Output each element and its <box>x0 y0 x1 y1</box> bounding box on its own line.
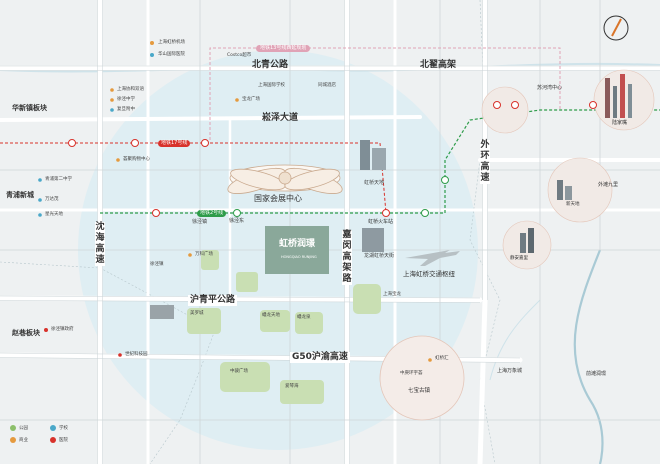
legend-hospital-icon <box>50 437 56 443</box>
station-hongqiao: 虹桥火车站 <box>368 219 394 225</box>
expo-building <box>227 164 343 194</box>
legend-school-icon <box>50 425 56 431</box>
road-label-shenhai: 沈海高速 <box>95 222 105 266</box>
expo-label: 国家会展中心 <box>254 194 302 203</box>
poi-8: 星光天地 <box>45 212 63 217</box>
poi-2: 上海协和双语 <box>117 87 144 92</box>
suhe-label: 苏河湾中心 <box>537 85 563 91</box>
legend-school-label: 学校 <box>59 426 68 431</box>
legend-park: 公园 <box>10 425 28 431</box>
longhu-label: 龙湖虹桥天街 <box>364 253 395 259</box>
poi-12: 万科广场 <box>195 252 213 257</box>
xujing-town-label: 徐泾镇 <box>192 219 208 225</box>
poi-1: 华山国际医院 <box>158 52 185 57</box>
park <box>236 272 258 292</box>
metro-tag-17: 地铁17号线 <box>158 140 191 147</box>
poi-9: 荟聚购物中心 <box>123 157 150 162</box>
wanxiang-label: 上海万象城 <box>497 368 523 374</box>
hq-runjing-en: HONGQIAO RUNJING <box>281 255 317 259</box>
poi-7: 万达茂 <box>45 197 59 202</box>
legend-commerce-label: 商业 <box>19 438 28 443</box>
poi-21: 中庚环宇荟 <box>400 371 423 376</box>
road-label-yingze: 崧泽大道 <box>262 113 299 123</box>
legend-commerce: 商业 <box>10 437 28 443</box>
poi-17: 蟠龙泉 <box>297 315 311 320</box>
hq-box <box>265 226 329 274</box>
area-huaxinzhen: 华新镇板块 <box>12 104 47 112</box>
legend-school: 学校 <box>50 425 68 431</box>
legend-park-label: 公园 <box>19 426 28 431</box>
metro-line-13 <box>209 47 561 140</box>
metro-tag-2: 地铁2号线 <box>197 210 227 217</box>
legend-commerce-icon <box>10 437 16 443</box>
poi-10: 上海国际学校 <box>258 83 285 88</box>
poi-18: 中骏广场 <box>230 369 248 374</box>
legend-hospital: 医院 <box>50 437 68 443</box>
poi-19: 爱琴海 <box>285 384 299 389</box>
poi-6: 青浦第二中学 <box>45 177 72 182</box>
compass-icon <box>603 15 629 41</box>
poi-22: 徐泾镇政府 <box>51 327 74 332</box>
legend-hospital-label: 医院 <box>59 438 68 443</box>
hq-runjing-label: 虹桥润璟 <box>279 239 316 249</box>
waitan-label: 外滩九里 <box>598 182 619 188</box>
poi-0: 上海虹桥机场 <box>158 40 185 45</box>
road-label-beiqing: 北青公路 <box>252 60 289 70</box>
area-zhaoxiang: 赵巷板块 <box>12 329 40 337</box>
xintiandi-label: 新天地 <box>566 202 580 207</box>
metro-line-17 <box>0 142 387 214</box>
hongqiao-tiandi-label: 虹桥天地 <box>364 180 385 186</box>
station-xujing: 徐泾东 <box>229 218 245 224</box>
qibao-circle <box>379 335 465 421</box>
poi-20: 虹桥汇 <box>435 356 449 361</box>
poi-5: 宝龙广场 <box>242 97 260 102</box>
poi-23: 世纪科技园 <box>125 352 148 357</box>
poi-11: 同城酒店 <box>318 83 336 88</box>
legend-park-icon <box>10 425 16 431</box>
poi-4: 复旦附中 <box>117 107 135 112</box>
huangpu-river <box>573 249 604 464</box>
metro-tag-13: 地铁13号线西延规划 <box>256 45 311 52</box>
road-label-huqingping: 沪青平公路 <box>188 295 238 306</box>
hub-label: 上海虹桥交通枢纽 <box>403 270 455 278</box>
qiantan-label: 前滩润璟 <box>586 371 607 377</box>
road-label-g50: G50沪渝高速 <box>290 352 350 363</box>
tower-icons <box>150 74 632 319</box>
airplane-icon <box>405 250 460 266</box>
poi-13: 徐泾镇 <box>150 262 164 267</box>
area-qingpu: 青浦新城 <box>6 191 34 199</box>
poi-15: 美罗城 <box>190 311 204 316</box>
road-label-beizhai: 北翟高架 <box>420 60 457 70</box>
qibao-label: 七宝古镇 <box>408 388 431 394</box>
jingan-label: 静安嘉里 <box>510 256 528 261</box>
poi-14: 上海宝龙 <box>383 292 401 297</box>
poi-3: 徐泾中学 <box>117 97 135 102</box>
road-label-jiamin: 嘉闵高架路 <box>342 230 352 285</box>
costco-label: Costco超市 <box>227 53 252 58</box>
road-label-waihuan: 外环高速 <box>480 140 490 184</box>
poi-16: 蟠龙天地 <box>262 313 280 318</box>
lujiazui-label: 陆家嘴 <box>612 120 628 126</box>
